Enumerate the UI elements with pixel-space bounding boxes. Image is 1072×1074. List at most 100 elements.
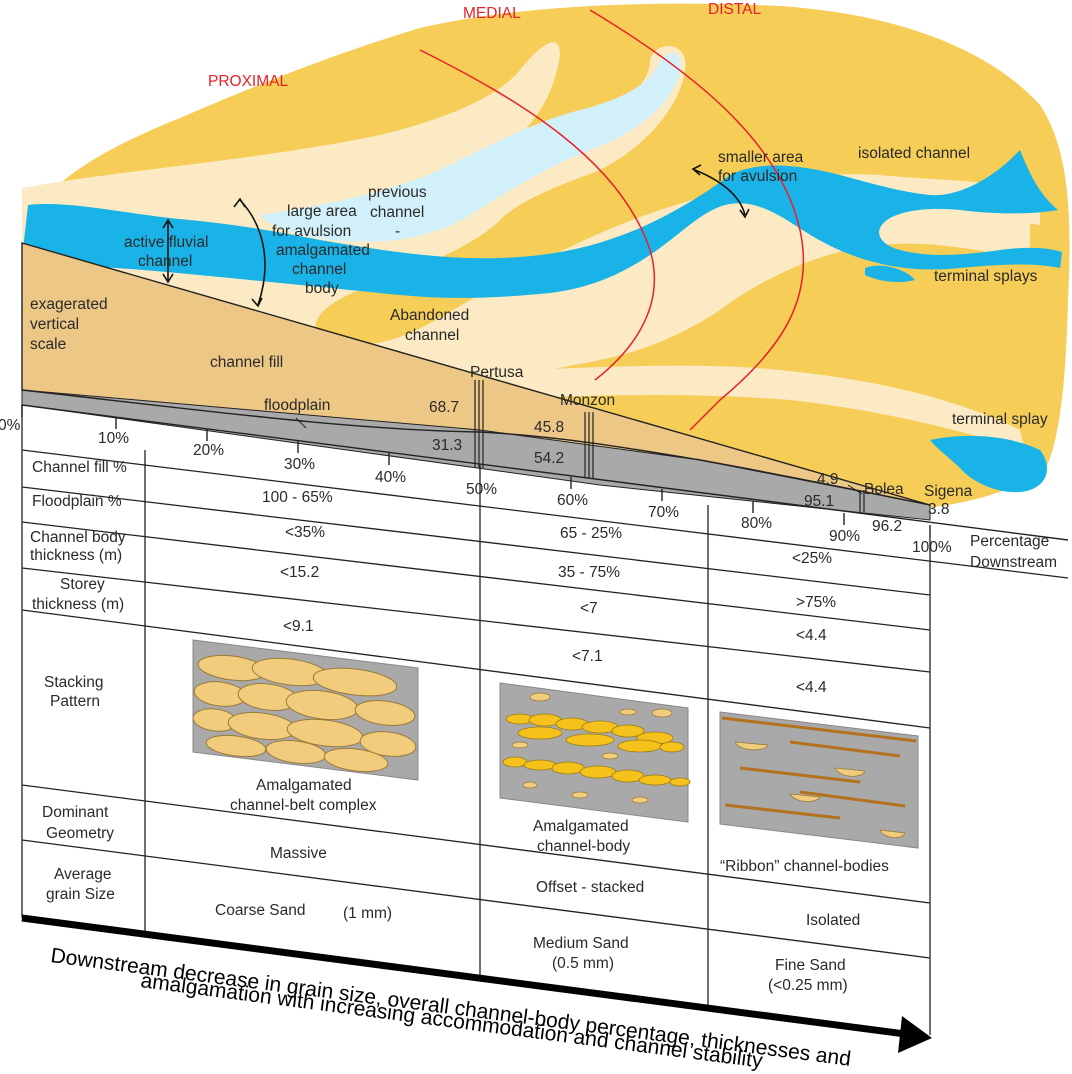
downstream-axis: 0% 10% 20% 30% 40% 50% 60% 70% 80% 90% 1… [0,404,1069,571]
label-previous-channel-3: - [395,223,400,240]
distal-storey-thickness: <4.4 [796,679,827,696]
medial-stacking-sketch [499,682,691,823]
locality-pertusa: Pertusa [470,364,524,381]
axis-tick-90: 90% [829,528,860,545]
row-label-grain-1: Average [54,866,111,883]
active-fluvial-channel [22,150,1062,298]
label-abandoned-channel-1: Abandoned [390,307,469,324]
axis-tick-20: 20% [193,442,224,459]
axis-tick-80: 80% [741,515,772,532]
proximal-stacking-sketch [192,639,419,781]
distal-dominant-geometry: Isolated [806,912,860,929]
proximal-grain-size-mm: (1 mm) [343,905,392,922]
pertusa-channel-fill: 68.7 [429,399,459,416]
label-terminal-splay: terminal splay [952,411,1048,428]
locality-markers [474,380,865,512]
label-large-avulsion-1: large area [287,203,357,220]
floodplain-top-line [21,389,931,506]
row-label-geometry-2: Geometry [46,825,114,842]
label-floodplain: floodplain [264,397,330,414]
label-large-avulsion-2: for avulsion [272,223,351,240]
medial-dominant-geometry: Offset - stacked [536,879,644,896]
downstream-trend-arrow [21,914,932,1053]
label-previous-channel-2: channel [370,204,424,221]
proximal-stacking-caption-2: channel-belt complex [230,797,377,814]
label-channel-fill: channel fill [210,354,283,371]
bolea-floodplain: 95.1 [804,493,834,510]
bottom-caption-line2: amalgamation with increasing accommodati… [139,969,764,1073]
zone-label-distal: DISTAL [708,1,761,18]
proximal-dominant-geometry: Massive [270,845,327,862]
label-isolated-channel: isolated channel [858,145,970,162]
row-label-stacking-2: Pattern [50,693,100,710]
medial-stacking-caption-1: Amalgamated [533,818,629,835]
channel-belt-main [22,42,1030,378]
distal-grain-size-mm: (<0.25 mm) [768,977,848,994]
floodplain-pointer [295,417,307,429]
label-vertical-scale-3: scale [30,336,66,353]
terminal-splay-small [865,265,915,283]
sigena-channel-fill: 3.8 [928,501,950,518]
row-label-channel-body-thickness-2: thickness (m) [30,547,122,564]
distal-stacking-sketch [719,711,919,849]
medial-grain-size: Medium Sand [533,935,629,952]
row-label-geometry-1: Dominant [42,804,109,821]
proximal-floodplain: <35% [285,524,325,541]
locality-monzon: Monzon [560,392,615,409]
monzon-floodplain: 54.2 [534,450,564,467]
medial-floodplain: 35 - 75% [558,564,620,581]
label-active-channel-2: channel [138,253,192,270]
axis-title-line1: Percentage [970,533,1049,550]
row-label-grain-2: grain Size [46,886,115,903]
distal-floodplain: >75% [796,594,836,611]
locality-bolea: Bolea [864,481,904,498]
row-label-stacking-1: Stacking [44,674,103,691]
previous-channel [260,53,681,242]
axis-tick-50: 50% [466,481,497,498]
locality-sigena: Sigena [924,483,973,500]
label-vertical-scale-1: exagerated [30,296,108,313]
axis-tick-30: 30% [284,456,315,473]
label-large-avulsion-4: channel [292,261,346,278]
medial-channel-fill: 65 - 25% [560,525,622,542]
medial-distal-boundary [589,9,805,431]
sigena-floodplain: 96.2 [872,518,902,535]
avulsion-arrows [162,164,750,308]
distal-grain-size: Fine Sand [775,957,846,974]
label-large-avulsion-3: amalgamated [276,242,370,259]
zone-label-medial: MEDIAL [463,5,521,22]
bolea-pointer [847,484,863,495]
row-label-floodplain: Floodplain % [32,493,122,510]
distal-channel-fill: <25% [792,550,832,567]
axis-tick-10: 10% [98,430,129,447]
medial-storey-thickness: <7.1 [572,648,603,665]
axis-line [21,404,1069,541]
cross-section [21,242,931,521]
medial-channel-body-thickness: <7 [580,600,598,617]
terminal-splay-large [930,435,1048,493]
label-smaller-avulsion-2: for avulsion [718,168,797,185]
pertusa-floodplain: 31.3 [432,437,462,454]
row-label-channel-body-thickness-1: Channel body [30,529,126,546]
label-abandoned-channel-2: channel [405,327,459,344]
axis-ticks [21,405,931,537]
proximal-storey-thickness: <9.1 [283,618,314,635]
medial-grain-size-mm: (0.5 mm) [552,955,614,972]
label-smaller-avulsion-1: smaller area [718,149,804,166]
monzon-channel-fill: 45.8 [534,419,564,436]
label-large-avulsion-5: body [305,280,339,297]
row-label-channel-fill: Channel fill % [32,459,127,476]
axis-tick-70: 70% [648,504,679,521]
label-terminal-splays: terminal splays [934,268,1038,285]
label-active-channel-1: active fluvial [124,234,208,251]
channel-belt-lower [460,365,1025,450]
axis-tick-60: 60% [557,492,588,509]
proximal-channel-fill: 100 - 65% [262,489,333,506]
proximal-medial-boundary [419,49,655,381]
axis-title-line2: Downstream [970,554,1057,571]
row-label-storey-thickness-1: Storey [60,576,105,593]
axis-tick-40: 40% [375,469,406,486]
label-vertical-scale-2: vertical [30,316,79,333]
distal-channel-body-thickness: <4.4 [796,627,827,644]
